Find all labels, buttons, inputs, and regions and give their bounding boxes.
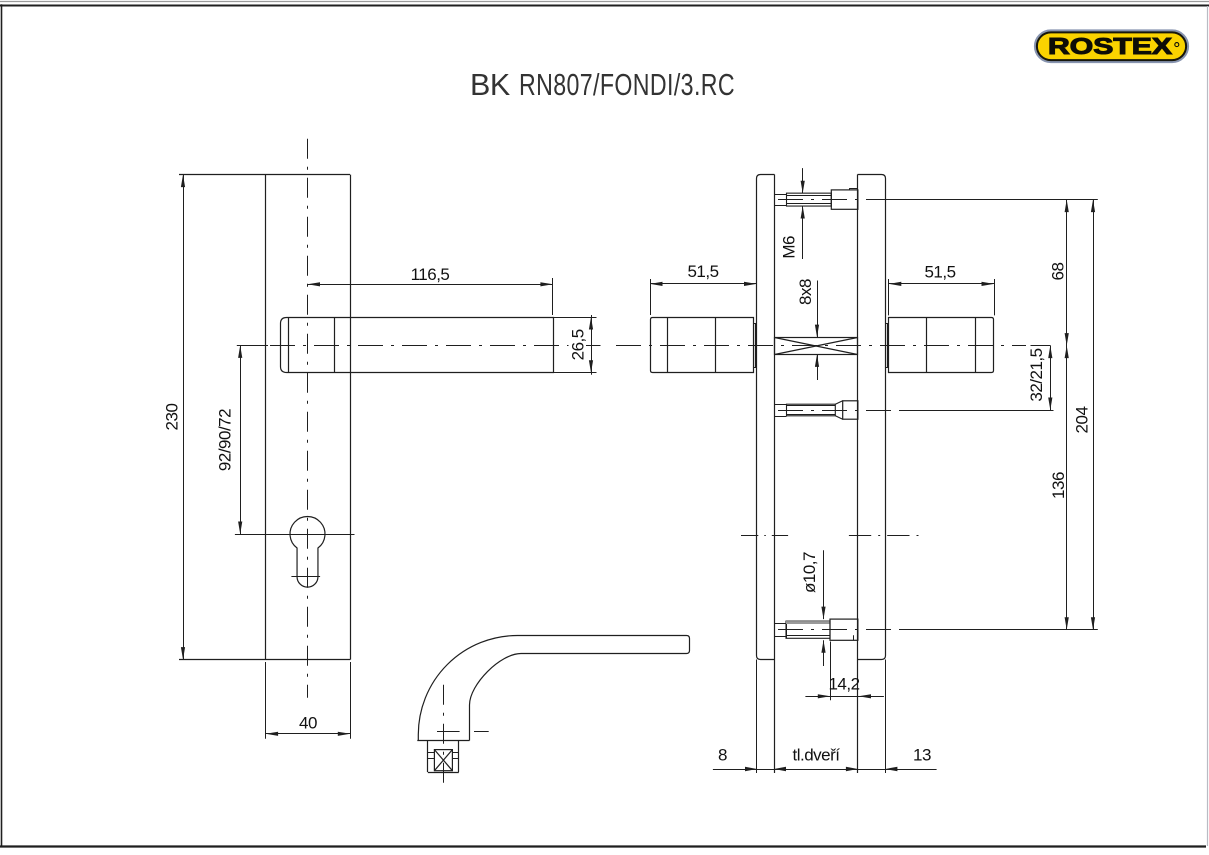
svg-text:13: 13 <box>913 746 931 765</box>
svg-text:51,5: 51,5 <box>687 262 718 281</box>
svg-text:ROSTEX: ROSTEX <box>1048 33 1172 59</box>
svg-text:51,5: 51,5 <box>924 263 955 282</box>
svg-text:136: 136 <box>1049 472 1068 499</box>
svg-text:RN807/FONDI/3.RC: RN807/FONDI/3.RC <box>519 68 735 102</box>
svg-text:40: 40 <box>299 714 317 733</box>
svg-text:32/21,5: 32/21,5 <box>1027 348 1046 401</box>
svg-text:68: 68 <box>1049 263 1068 281</box>
svg-text:204: 204 <box>1072 407 1091 434</box>
svg-text:230: 230 <box>163 404 182 431</box>
svg-text:ø10,7: ø10,7 <box>800 552 819 593</box>
svg-text:8: 8 <box>718 746 727 765</box>
svg-text:tl.dveří: tl.dveří <box>792 746 840 765</box>
svg-text:92/90/72: 92/90/72 <box>216 409 235 471</box>
svg-text:116,5: 116,5 <box>411 265 450 284</box>
svg-text:26,5: 26,5 <box>569 329 588 360</box>
svg-text:8x8: 8x8 <box>796 279 815 305</box>
svg-text:M6: M6 <box>779 236 798 259</box>
svg-text:BK: BK <box>470 68 510 102</box>
svg-text:14,2: 14,2 <box>828 675 859 694</box>
